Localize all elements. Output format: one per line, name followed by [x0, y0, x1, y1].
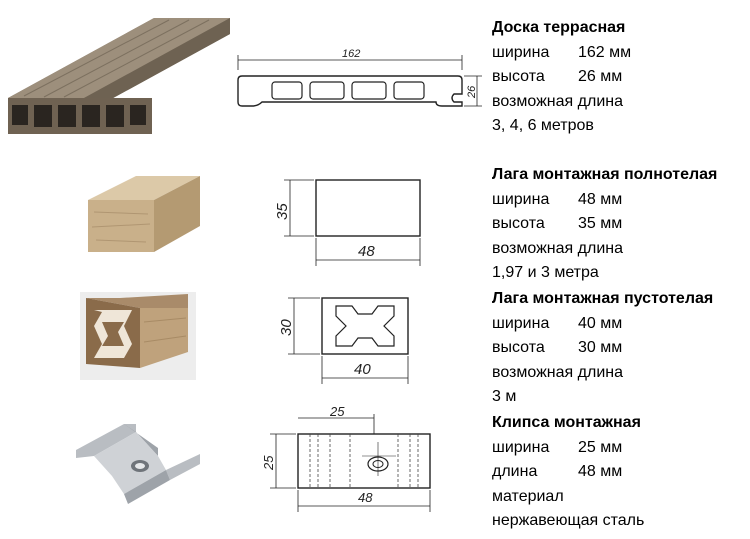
- spec-label: ширина: [492, 438, 550, 456]
- spec-line: возможная длина: [492, 92, 623, 110]
- solid-joist-title: Лага монтажная полнотелая: [492, 166, 718, 183]
- spec-label: ширина: [492, 314, 550, 332]
- decking-board-drawing: 162 26: [237, 48, 482, 107]
- hollow-joist-photo: [80, 292, 196, 380]
- mounting-clip-title: Клипса монтажная: [492, 414, 641, 431]
- spec-label: высота: [492, 215, 545, 232]
- spec-value: 35 мм: [578, 215, 623, 232]
- spec-line: 3 м: [492, 388, 517, 405]
- decking-board-specs: Доска террасная ширина 162 мм высота 26 мм…: [492, 16, 631, 139]
- spec-label: высота: [492, 339, 545, 356]
- spec-value: 26 мм: [578, 68, 623, 85]
- decking-height-label: 26: [466, 85, 478, 99]
- solid-joist-width-label: 48: [358, 243, 375, 260]
- solid-joist-photo: [88, 176, 200, 252]
- spec-line: 1,97 и 3 метра: [492, 264, 599, 281]
- spec-value: 25 мм: [578, 438, 623, 456]
- hollow-joist-drawing: 30 40: [278, 297, 409, 384]
- spec-line: нержавеющая сталь: [492, 512, 645, 529]
- mounting-clip-drawing: 25 25 48: [261, 404, 431, 512]
- mounting-clip-photo: [76, 424, 200, 504]
- hollow-joist-width-label: 40: [354, 361, 371, 378]
- hollow-joist-title: Лага монтажная пустотелая: [492, 290, 714, 307]
- spec-line: возможная длина: [492, 239, 623, 257]
- decking-board-title: Доска террасная: [492, 19, 626, 36]
- solid-joist-drawing: 35 48: [274, 179, 421, 266]
- decking-board-photo: [8, 18, 230, 134]
- spec-value: 40 мм: [578, 314, 623, 332]
- solid-joist-specs: Лага монтажная полнотелая ширина 48 мм вы…: [492, 163, 717, 286]
- decking-width-label: 162: [342, 48, 360, 60]
- spec-value: 48 мм: [578, 190, 623, 208]
- clip-top-label: 25: [329, 404, 345, 419]
- spec-value: 162 мм: [578, 43, 632, 61]
- spec-label: ширина: [492, 190, 550, 208]
- hollow-joist-height-label: 30: [278, 319, 295, 336]
- spec-value: 30 мм: [578, 339, 623, 356]
- solid-joist-height-label: 35: [274, 203, 291, 220]
- spec-line: возможная длина: [492, 363, 623, 381]
- clip-width-label: 48: [358, 490, 373, 505]
- spec-line: 3, 4, 6 метров: [492, 117, 594, 134]
- spec-label: высота: [492, 68, 545, 85]
- hollow-joist-specs: Лага монтажная пустотелая ширина 40 мм вы…: [492, 287, 713, 410]
- clip-height-label: 25: [261, 455, 276, 471]
- spec-value: 48 мм: [578, 463, 623, 480]
- spec-label: ширина: [492, 43, 550, 61]
- spec-line: материал: [492, 487, 564, 505]
- spec-label: длина: [492, 463, 538, 480]
